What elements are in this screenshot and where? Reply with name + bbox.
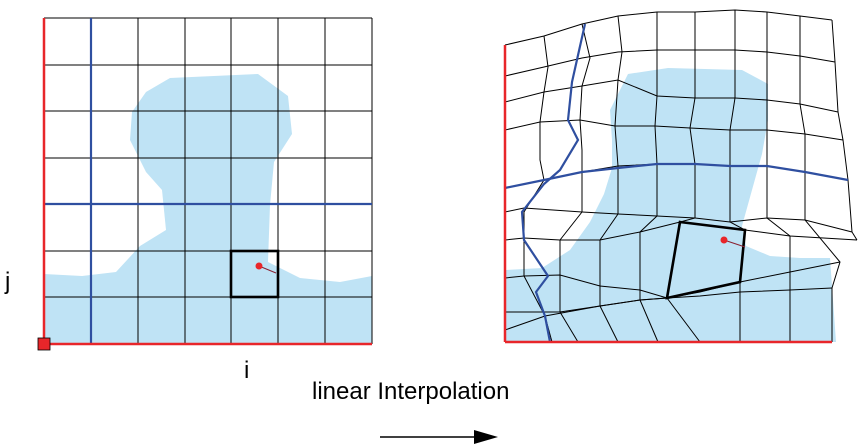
right-highlighted-cell [665, 220, 747, 300]
i-axis-label: i [244, 357, 250, 384]
right-sample-point [720, 236, 728, 244]
interpolation-caption: linear Interpolation [312, 378, 510, 405]
left-sample-point [255, 262, 263, 270]
right-highlight-row-line [504, 162, 849, 190]
warped-grid-panel [503, 9, 858, 344]
regular-grid-panel [37, 17, 373, 351]
left-region-shape [44, 74, 372, 344]
j-axis-label: j [5, 268, 11, 295]
right-arrow-icon [380, 430, 498, 444]
right-region-shape [506, 68, 836, 342]
origin-marker [37, 337, 51, 351]
right-sample-link [723, 239, 746, 248]
right-highlight-column-line [520, 23, 587, 343]
left-highlighted-cell [229, 249, 280, 299]
